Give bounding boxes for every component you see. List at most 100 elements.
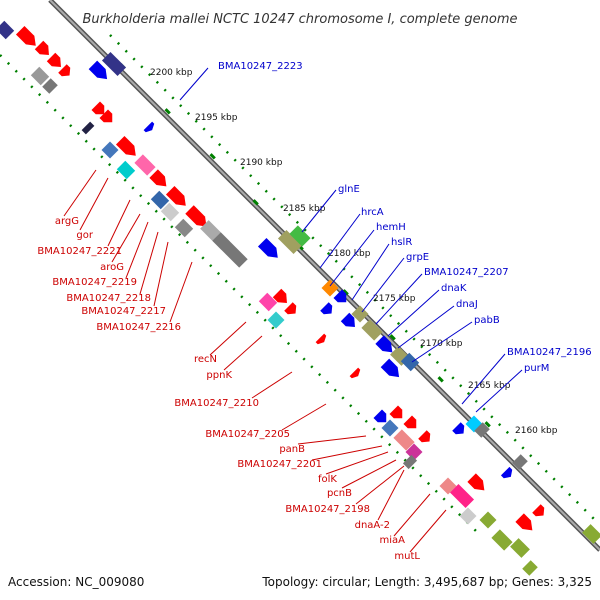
gene-label-miaA[interactable]: miaA <box>380 535 406 546</box>
gene-label-folK[interactable]: folK <box>318 474 337 485</box>
gene-label-dnaJ[interactable]: dnaJ <box>456 299 478 310</box>
gene-feature[interactable] <box>289 225 311 247</box>
gene-label-BMA10247_2217[interactable]: BMA10247_2217 <box>81 306 166 317</box>
gene-feature[interactable] <box>267 311 285 329</box>
gene-feature[interactable] <box>449 483 475 509</box>
gene-label-panB[interactable]: panB <box>279 444 305 455</box>
gene-feature[interactable] <box>143 121 157 135</box>
gene-feature[interactable] <box>373 409 391 427</box>
gene-feature[interactable] <box>510 538 530 558</box>
genome-summary-text: Topology: circular; Length: 3,495,687 bp… <box>261 575 592 589</box>
gene-feature[interactable] <box>333 289 351 307</box>
gene-label-dnaK[interactable]: dnaK <box>441 283 467 294</box>
gene-label-BMA10247_2218[interactable]: BMA10247_2218 <box>66 293 151 304</box>
gene-label-recN[interactable]: recN <box>194 354 217 365</box>
gene-feature[interactable] <box>522 560 538 576</box>
gene-feature[interactable] <box>101 141 119 159</box>
leader-line <box>179 67 209 101</box>
tick-mark <box>484 421 491 428</box>
gene-feature[interactable] <box>400 352 420 372</box>
gene-feature[interactable] <box>30 66 50 86</box>
accession-text: Accession: NC_009080 <box>8 575 144 589</box>
gene-label-pcnB[interactable]: pcnB <box>327 488 352 499</box>
gene-feature[interactable] <box>418 430 434 446</box>
gene-feature[interactable] <box>515 513 536 534</box>
gene-feature[interactable] <box>46 52 65 71</box>
gene-label-grpE[interactable]: grpE <box>406 252 429 263</box>
gene-feature[interactable] <box>315 333 329 347</box>
gene-feature[interactable] <box>500 466 515 481</box>
gene-feature[interactable] <box>532 504 548 520</box>
gene-feature[interactable] <box>149 169 170 190</box>
gene-feature[interactable] <box>467 473 488 494</box>
gene-feature[interactable] <box>91 101 109 119</box>
gene-feature[interactable] <box>257 237 282 262</box>
gene-label-purM[interactable]: purM <box>524 363 549 374</box>
gene-feature[interactable] <box>393 429 415 451</box>
gene-label-BMA10247_2198[interactable]: BMA10247_2198 <box>285 504 370 515</box>
gene-feature[interactable] <box>258 292 278 312</box>
gene-feature[interactable] <box>284 302 300 318</box>
gene-feature[interactable] <box>389 405 407 423</box>
gene-feature[interactable] <box>340 312 359 331</box>
gene-feature[interactable] <box>42 78 58 94</box>
gene-label-hslR[interactable]: hslR <box>391 237 412 248</box>
gene-feature[interactable] <box>403 415 421 433</box>
gene-feature[interactable] <box>474 422 490 438</box>
gene-label-hemH[interactable]: hemH <box>376 222 406 233</box>
gene-label-hrcA[interactable]: hrcA <box>361 207 384 218</box>
gene-feature[interactable] <box>58 64 74 80</box>
gene-label-BMA10247_2205[interactable]: BMA10247_2205 <box>205 429 290 440</box>
gene-feature[interactable] <box>150 190 170 210</box>
gene-feature[interactable] <box>277 229 303 255</box>
gene-label-glnE[interactable]: glnE <box>338 184 360 195</box>
gene-feature[interactable] <box>479 511 497 529</box>
gene-feature[interactable] <box>375 335 396 356</box>
gene-feature[interactable] <box>361 319 383 341</box>
gene-label-gor[interactable]: gor <box>76 230 93 241</box>
gene-feature[interactable] <box>321 279 339 297</box>
gene-feature[interactable] <box>81 121 95 135</box>
gene-feature[interactable] <box>134 154 156 176</box>
gene-label-BMA10247_2219[interactable]: BMA10247_2219 <box>52 277 137 288</box>
gene-label-BMA10247_2196[interactable]: BMA10247_2196 <box>507 347 592 358</box>
leader-line <box>375 273 423 325</box>
gene-feature[interactable] <box>88 60 112 84</box>
gene-feature[interactable] <box>452 422 468 438</box>
gene-feature[interactable] <box>491 529 513 551</box>
gene-feature[interactable] <box>512 454 528 470</box>
gene-feature[interactable] <box>116 160 136 180</box>
gene-label-argG[interactable]: argG <box>55 216 79 227</box>
gene-label-BMA10247_2223[interactable]: BMA10247_2223 <box>218 61 303 72</box>
gene-feature[interactable] <box>380 358 404 382</box>
gene-label-dnaA-2[interactable]: dnaA-2 <box>355 520 390 531</box>
gene-feature[interactable] <box>160 202 180 222</box>
gene-feature[interactable] <box>582 524 600 544</box>
gene-feature[interactable] <box>115 135 140 160</box>
gene-label-mutL[interactable]: mutL <box>394 551 420 562</box>
gene-feature[interactable] <box>459 507 477 525</box>
gene-feature[interactable] <box>101 51 127 77</box>
gene-label-BMA10247_2221[interactable]: BMA10247_2221 <box>37 246 122 257</box>
gene-feature[interactable] <box>272 288 291 307</box>
gene-label-pabB[interactable]: pabB <box>474 315 500 326</box>
gene-feature[interactable] <box>99 109 117 127</box>
gene-feature[interactable] <box>320 302 336 318</box>
gene-label-BMA10247_2216[interactable]: BMA10247_2216 <box>96 322 181 333</box>
gene-feature[interactable] <box>185 205 210 230</box>
gene-label-aroG[interactable]: aroG <box>100 262 124 273</box>
gene-feature[interactable] <box>165 185 190 210</box>
gene-feature[interactable] <box>0 20 15 40</box>
tick-label: 2165 kbp <box>468 381 511 391</box>
gene-label-BMA10247_2207[interactable]: BMA10247_2207 <box>424 267 509 278</box>
gene-label-ppnK[interactable]: ppnK <box>206 370 232 381</box>
gene-feature[interactable] <box>174 218 194 238</box>
leader-line <box>411 321 473 363</box>
gene-feature[interactable] <box>402 454 418 470</box>
gene-feature[interactable] <box>349 367 363 381</box>
gene-label-BMA10247_2210[interactable]: BMA10247_2210 <box>174 398 259 409</box>
gene-feature[interactable] <box>34 40 53 59</box>
gene-feature[interactable] <box>212 232 248 268</box>
gene-feature[interactable] <box>15 25 40 50</box>
gene-label-BMA10247_2201[interactable]: BMA10247_2201 <box>237 459 322 470</box>
